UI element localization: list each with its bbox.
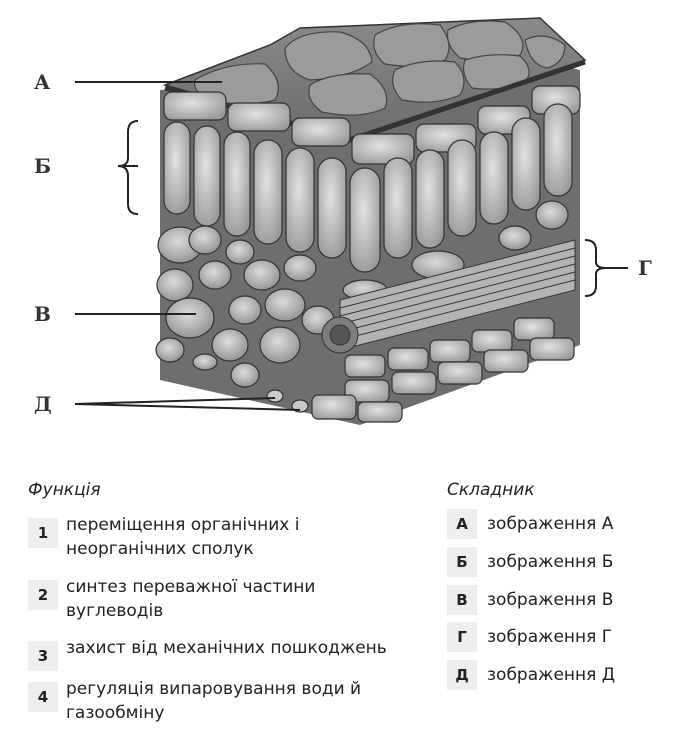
function-row-2: 2 синтез переважної частини вуглеводів xyxy=(28,575,315,623)
function-number: 4 xyxy=(28,682,58,712)
component-row-d: Д зображення Д xyxy=(447,660,615,690)
function-text: регуляція випаровування води й газообмін… xyxy=(66,679,362,723)
component-row-b: Б зображення Б xyxy=(447,547,613,577)
component-text: зображення В xyxy=(487,590,614,610)
function-row-3: 3 захист від механічних пошкоджень xyxy=(28,636,387,671)
component-row-g: Г зображення Г xyxy=(447,622,612,652)
spongy-cells xyxy=(155,200,569,388)
label-a: А xyxy=(34,70,51,94)
function-text: захист від механічних пошкоджень xyxy=(66,638,387,658)
function-row-1: 1 переміщення органічних і неорганічних … xyxy=(28,513,299,561)
label-b: Б xyxy=(34,154,52,178)
functions-heading: Функція xyxy=(28,480,101,500)
label-v: В xyxy=(34,302,51,326)
component-text: зображення Г xyxy=(487,627,613,647)
component-text: зображення Д xyxy=(487,665,616,685)
component-text: зображення Б xyxy=(487,552,614,572)
epidermis-cells-top xyxy=(193,20,566,116)
component-row-a: А зображення А xyxy=(447,509,613,539)
components-heading: Складник xyxy=(447,480,535,500)
function-text: переміщення органічних і неорганічних сп… xyxy=(66,515,300,559)
component-row-v: В зображення В xyxy=(447,585,613,615)
component-letter: Г xyxy=(447,622,477,652)
leaf-diagram xyxy=(74,17,628,425)
vein-bundle xyxy=(321,239,576,354)
function-number: 1 xyxy=(28,518,58,548)
function-number: 2 xyxy=(28,580,58,610)
component-letter: Д xyxy=(447,660,477,690)
component-letter: Б xyxy=(447,547,477,577)
upper-epidermis-front xyxy=(163,85,581,165)
label-leaders xyxy=(74,81,628,411)
component-text: зображення А xyxy=(487,514,614,534)
leaf-cross-section-figure: А Б В Г Д xyxy=(34,17,652,425)
component-letter: А xyxy=(447,509,477,539)
label-g: Г xyxy=(638,256,652,280)
function-row-4: 4 регуляція випаровування води й газообм… xyxy=(28,677,361,725)
function-text: синтез переважної частини вуглеводів xyxy=(66,577,316,621)
label-d: Д xyxy=(34,392,52,416)
function-number: 3 xyxy=(28,641,58,671)
component-letter: В xyxy=(447,585,477,615)
lower-epidermis xyxy=(311,317,575,423)
palisade-cells xyxy=(163,103,573,273)
